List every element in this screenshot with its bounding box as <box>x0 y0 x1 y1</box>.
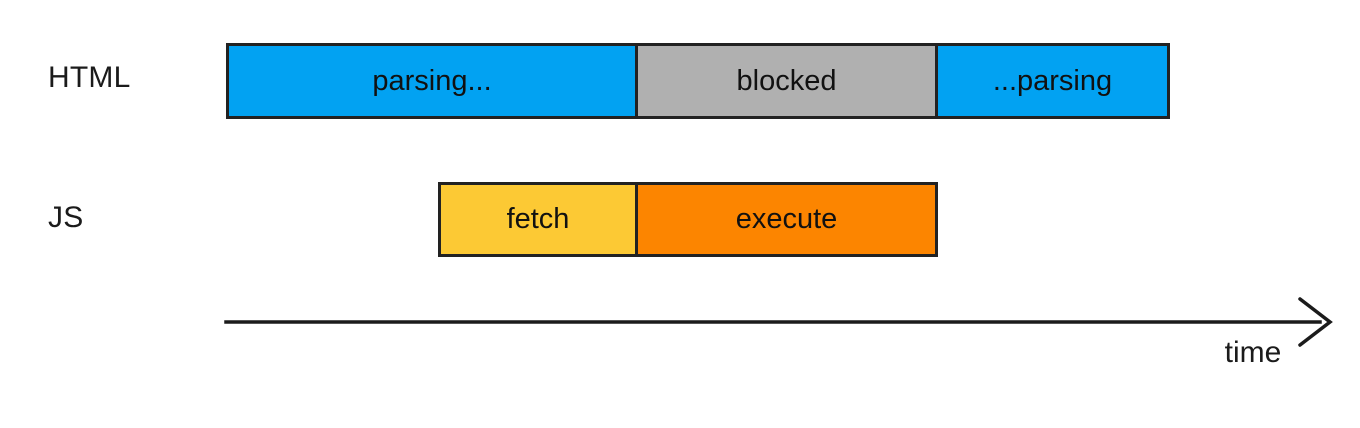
time-axis-label: time <box>1224 336 1282 369</box>
timeline-track-js: fetch execute <box>438 182 938 257</box>
time-axis-arrow <box>224 297 1333 347</box>
row-label-js: JS <box>48 201 84 234</box>
segment-html-blocked: blocked <box>635 43 938 119</box>
segment-html-parsing: parsing... <box>226 43 638 119</box>
segment-html-parsing-resumed: ...parsing <box>935 43 1170 119</box>
segment-js-fetch: fetch <box>438 182 638 257</box>
segment-js-execute: execute <box>635 182 938 257</box>
row-label-html: HTML <box>48 61 131 94</box>
arrowhead-icon <box>1298 297 1333 347</box>
timeline-track-html: parsing... blocked ...parsing <box>226 43 1170 119</box>
